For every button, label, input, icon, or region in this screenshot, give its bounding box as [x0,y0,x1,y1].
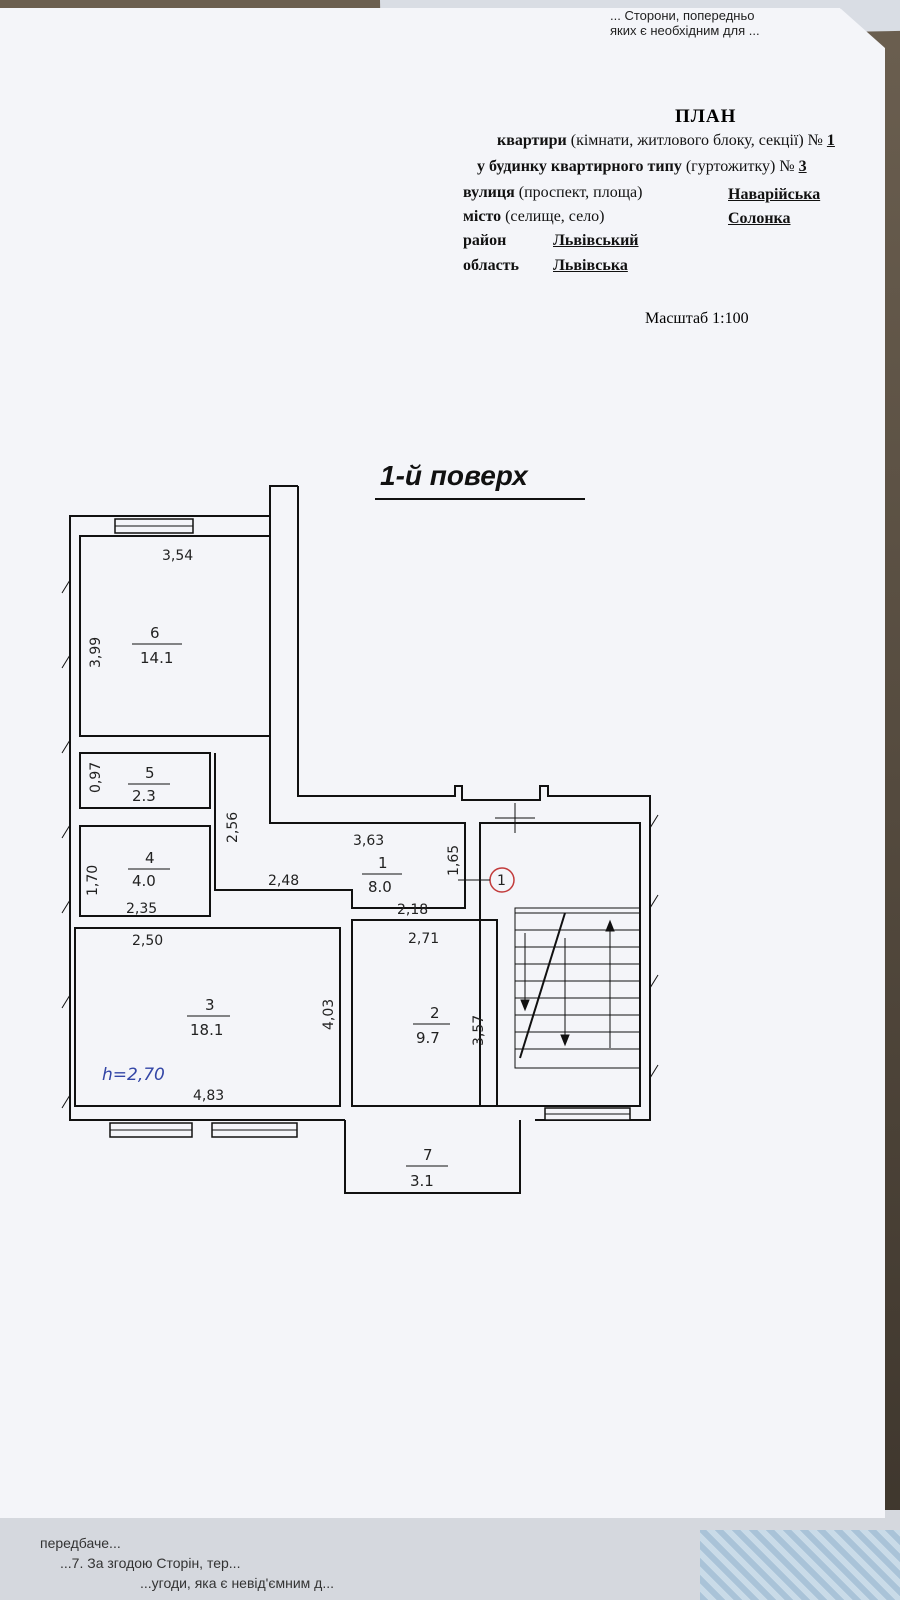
region-line: область [463,257,519,275]
room-labels: 6 14.1 5 2.3 4 4.0 1 8.0 3 18.1 2 9.7 7 … [128,624,450,1190]
room-1-number: 1 [378,854,388,872]
building-label: у будинку квартирного типу [477,158,682,175]
room-2-wall [351,919,498,1107]
exterior-hatching [61,579,659,1109]
scale-label: Масштаб 1:100 [645,310,749,327]
marker-number: 1 [497,873,506,889]
apartment-line: квартири (кімнати, житлового блоку, секц… [497,132,835,150]
outer-wall-left [69,485,345,1121]
district-label: район [463,232,507,249]
room-7-number: 7 [423,1146,433,1164]
dim-r3-height: 4,03 [321,999,337,1030]
city-label: місто [463,208,502,225]
room-3-number: 3 [205,996,215,1014]
dimension-labels: 3,54 3,99 0,97 2,56 1,70 2,35 3,63 1,65 … [85,548,487,1104]
room-2-area: 9.7 [416,1029,440,1047]
dim-r3-top: 2,50 [132,933,163,949]
district-line: район [463,232,506,250]
ceiling-height-label: h=2,70 [102,1065,165,1085]
floor-plan-sheet: ... Сторони, попередньо яких є необхідни… [0,8,885,1518]
region-value: Львівська [553,257,628,274]
room-1-wall [214,753,466,909]
floor-title: 1-й поверх [380,460,528,491]
building-number: 3 [798,158,807,175]
stairs [495,803,641,1069]
dim-r5-height: 0,97 [88,762,104,793]
room-1-area: 8.0 [368,878,392,896]
region-label: область [463,257,519,274]
city-paren: (селище, село) [505,208,605,225]
floor-plan-drawing: 1 6 14.1 5 2.3 4 4.0 1 8.0 3 18.1 2 9.7 … [61,485,659,1194]
top-fragment-line-1: ... Сторони, попередньо [610,8,755,23]
room-5-area: 2.3 [132,787,156,805]
outer-wall-right [297,486,651,1121]
room-6-number: 6 [150,624,160,642]
dim-r1-height: 1,65 [446,845,462,876]
dim-r1-bottom: 2,18 [397,902,428,918]
floor-title-underline [375,498,585,500]
dim-r4-width: 2,35 [126,901,157,917]
dim-r3-bottom: 4,83 [193,1088,224,1104]
city-value: Солонка [728,210,791,227]
room-4-area: 4.0 [132,872,156,890]
dim-r2-height: 3,57 [471,1015,487,1046]
top-fragment-line-2: яких є необхідним для ... [610,23,760,38]
dim-r1-left: 2,48 [268,873,299,889]
street-paren: (проспект, площа) [518,184,643,201]
room-6-wall [79,535,271,737]
room-3-area: 18.1 [190,1021,223,1039]
room-4-wall [79,825,211,917]
dim-r6-width: 3,54 [162,548,193,564]
dim-corridor: 2,56 [225,812,241,843]
dim-r2-top: 2,71 [408,931,439,947]
city-line: місто (селище, село) [463,208,605,226]
building-paren: (гуртожитку) № [685,158,795,175]
apartment-number: 1 [826,132,835,149]
street-label: вулиця [463,184,515,201]
room-5-number: 5 [145,764,155,782]
room-2-number: 2 [430,1004,440,1022]
top-fragment-text: ... Сторони, попередньо яких є необхідни… [610,8,760,38]
street-line: вулиця (проспект, площа) [463,184,642,202]
dim-r6-height: 3,99 [88,637,104,668]
plan-title: ПЛАН [675,106,737,127]
street-value: Наварійська [728,186,821,203]
apartment-label: квартири [497,132,567,149]
decorative-paper-edge [700,1530,900,1600]
room-4-number: 4 [145,849,155,867]
dim-r4-height: 1,70 [85,865,101,896]
balcony-outline [344,1120,521,1194]
building-line: у будинку квартирного типу (гуртожитку) … [477,158,807,176]
bottom-fragment-line-1: передбаче... [40,1535,121,1551]
bottom-fragment-line-3: ...угоди, яка є невід'ємним д... [140,1575,335,1591]
dim-r1-top: 3,63 [353,833,384,849]
apartment-paren: (кімнати, житлового блоку, секції) № [570,132,823,149]
bottom-fragment-line-2: ...7. За згодою Сторін, тер... [60,1555,241,1571]
room-7-area: 3.1 [410,1172,434,1190]
room-6-area: 14.1 [140,649,173,667]
room-5-wall [79,752,211,809]
room-3-wall [74,927,341,1107]
district-value: Львівський [553,232,639,249]
